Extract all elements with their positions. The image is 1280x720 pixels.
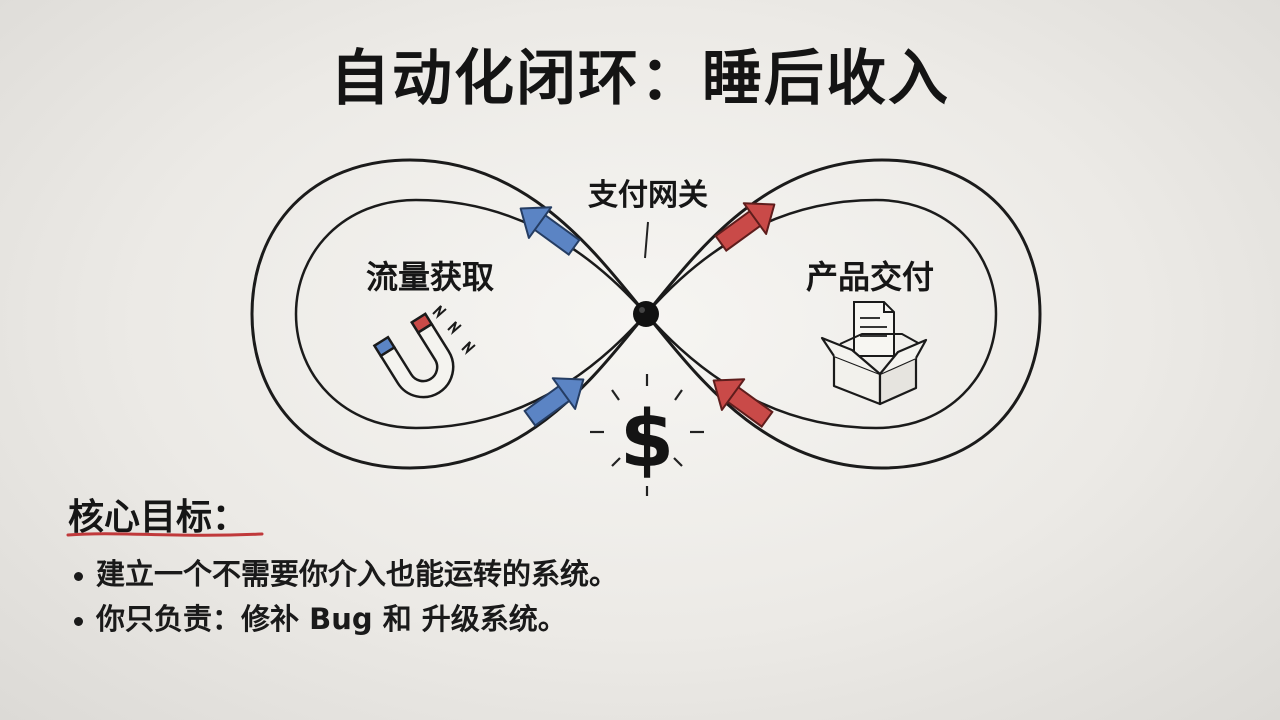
goal-bullet-2: 你只负责：修补 Bug 和 升级系统。	[72, 597, 618, 642]
dollar-icon: $	[590, 374, 704, 496]
magnet-icon	[372, 312, 455, 399]
box-document-icon	[820, 301, 928, 406]
arrow-blue-upper	[519, 206, 581, 256]
goal-bullet-list: 建立一个不需要你介入也能运转的系统。 你只负责：修补 Bug 和 升级系统。	[72, 552, 618, 642]
arrow-blue-lower	[523, 377, 585, 427]
gateway-pointer	[644, 221, 649, 259]
goal-bullet-1: 建立一个不需要你介入也能运转的系统。	[72, 552, 618, 597]
page-title: 自动化闭环：睡后收入	[330, 44, 950, 114]
svg-text:$: $	[620, 395, 674, 485]
node-label-gateway: 支付网关	[588, 178, 708, 213]
goal-heading: 核心目标：	[68, 497, 249, 538]
node-label-delivery: 产品交付	[806, 258, 934, 296]
arrow-red-lower	[712, 378, 774, 428]
center-node-dot	[633, 301, 659, 327]
arrow-red-upper	[714, 202, 776, 252]
node-label-traffic: 流量获取	[366, 258, 494, 296]
magnet-spark-2	[447, 321, 462, 336]
magnet-spark-3	[461, 341, 476, 356]
magnet-spark-1	[432, 305, 447, 320]
goal-underline	[66, 532, 264, 537]
